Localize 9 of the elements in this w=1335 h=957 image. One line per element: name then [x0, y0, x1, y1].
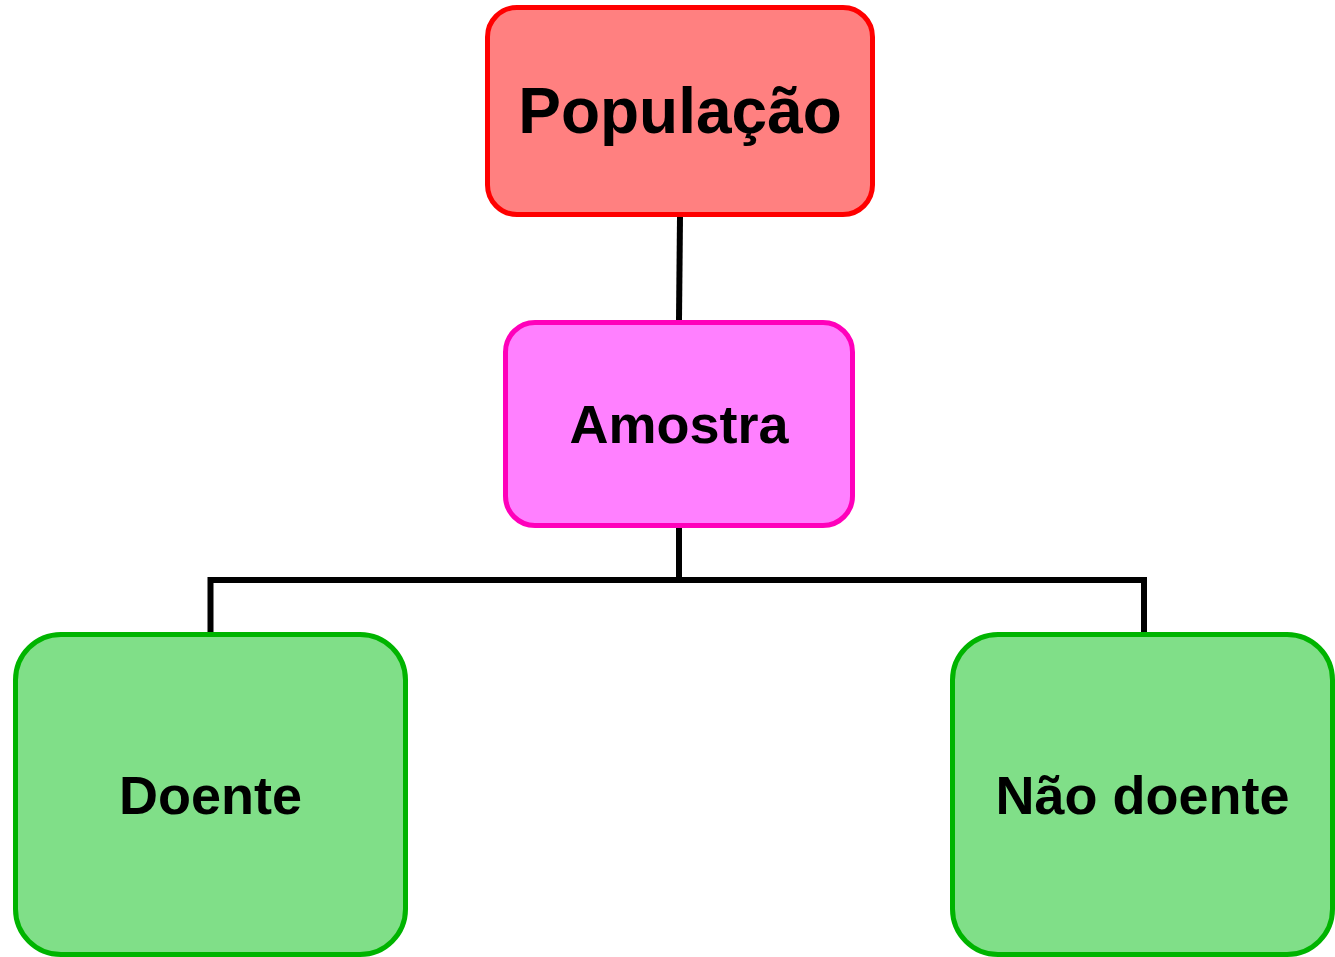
box-label: Não doente	[995, 763, 1290, 826]
rounded-box	[503, 320, 855, 528]
connector-line	[676, 216, 683, 321]
box-label: Amostra	[569, 393, 789, 455]
box-label: Doente	[119, 763, 302, 826]
rounded-box	[950, 632, 1335, 957]
rounded-box	[13, 632, 408, 957]
rounded-box	[485, 5, 875, 217]
box-label: População	[518, 74, 842, 148]
